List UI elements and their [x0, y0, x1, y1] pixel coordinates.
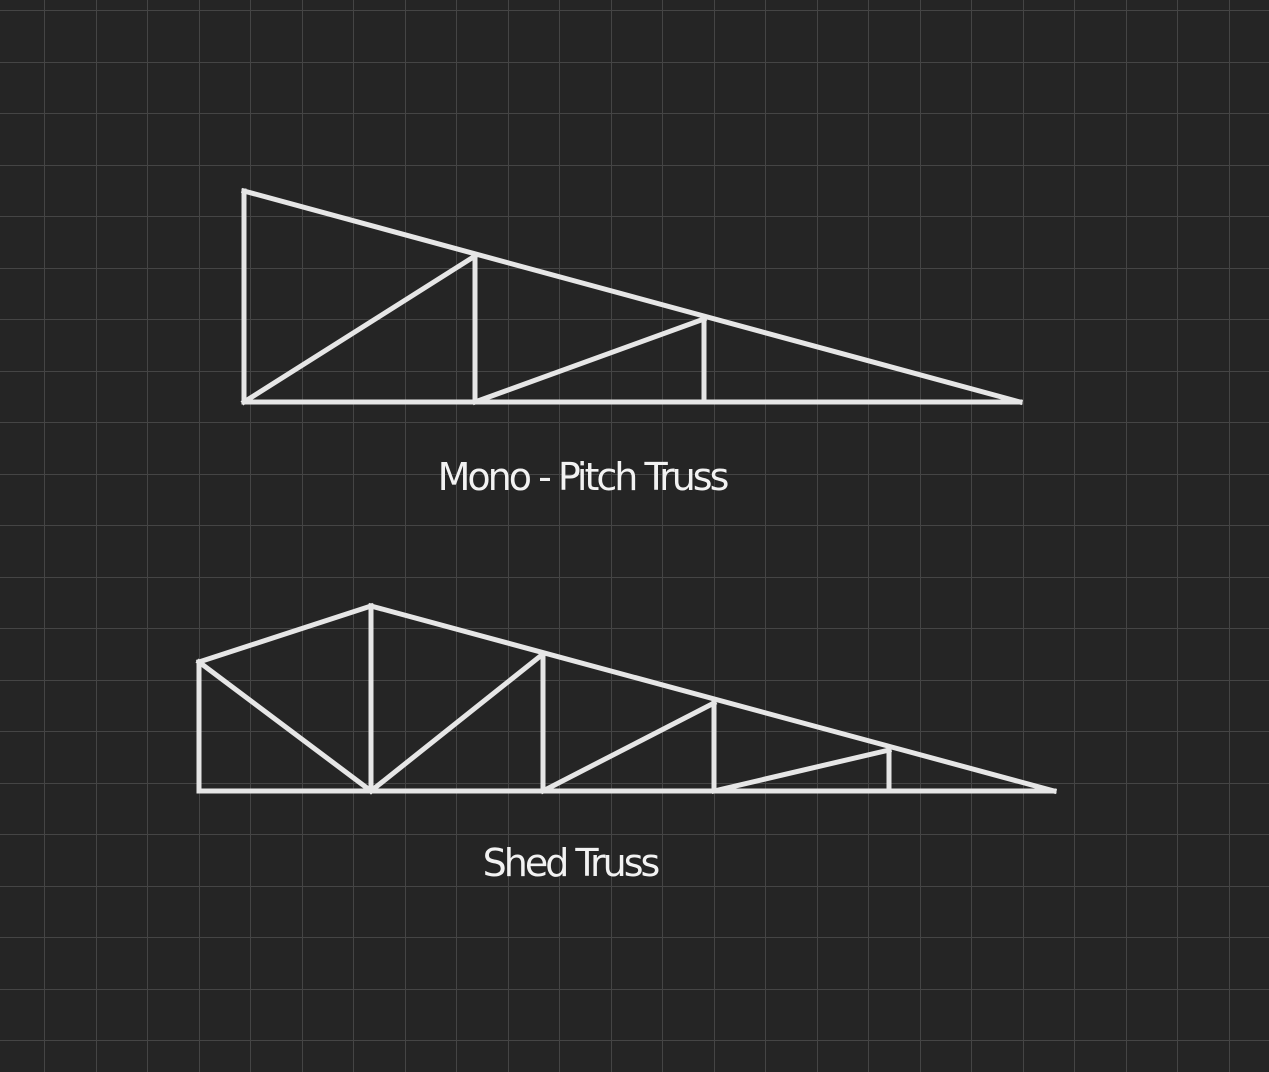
shed-truss [195, 602, 1058, 795]
diagonal-web [240, 252, 479, 406]
diagonal-web [195, 658, 375, 795]
shed-truss-caption: Shed Truss [482, 841, 661, 885]
diagonal-web [471, 315, 708, 406]
top-chord [240, 187, 1024, 406]
mono-pitch-truss [240, 187, 1024, 406]
diagonal-web [367, 650, 547, 795]
top-chord-right [367, 602, 1058, 795]
diagonal-web [710, 746, 893, 795]
diagonal-web [539, 699, 718, 795]
mono-pitch-truss-caption: Mono - Pitch Truss [437, 455, 730, 499]
top-chord-left [195, 602, 375, 666]
